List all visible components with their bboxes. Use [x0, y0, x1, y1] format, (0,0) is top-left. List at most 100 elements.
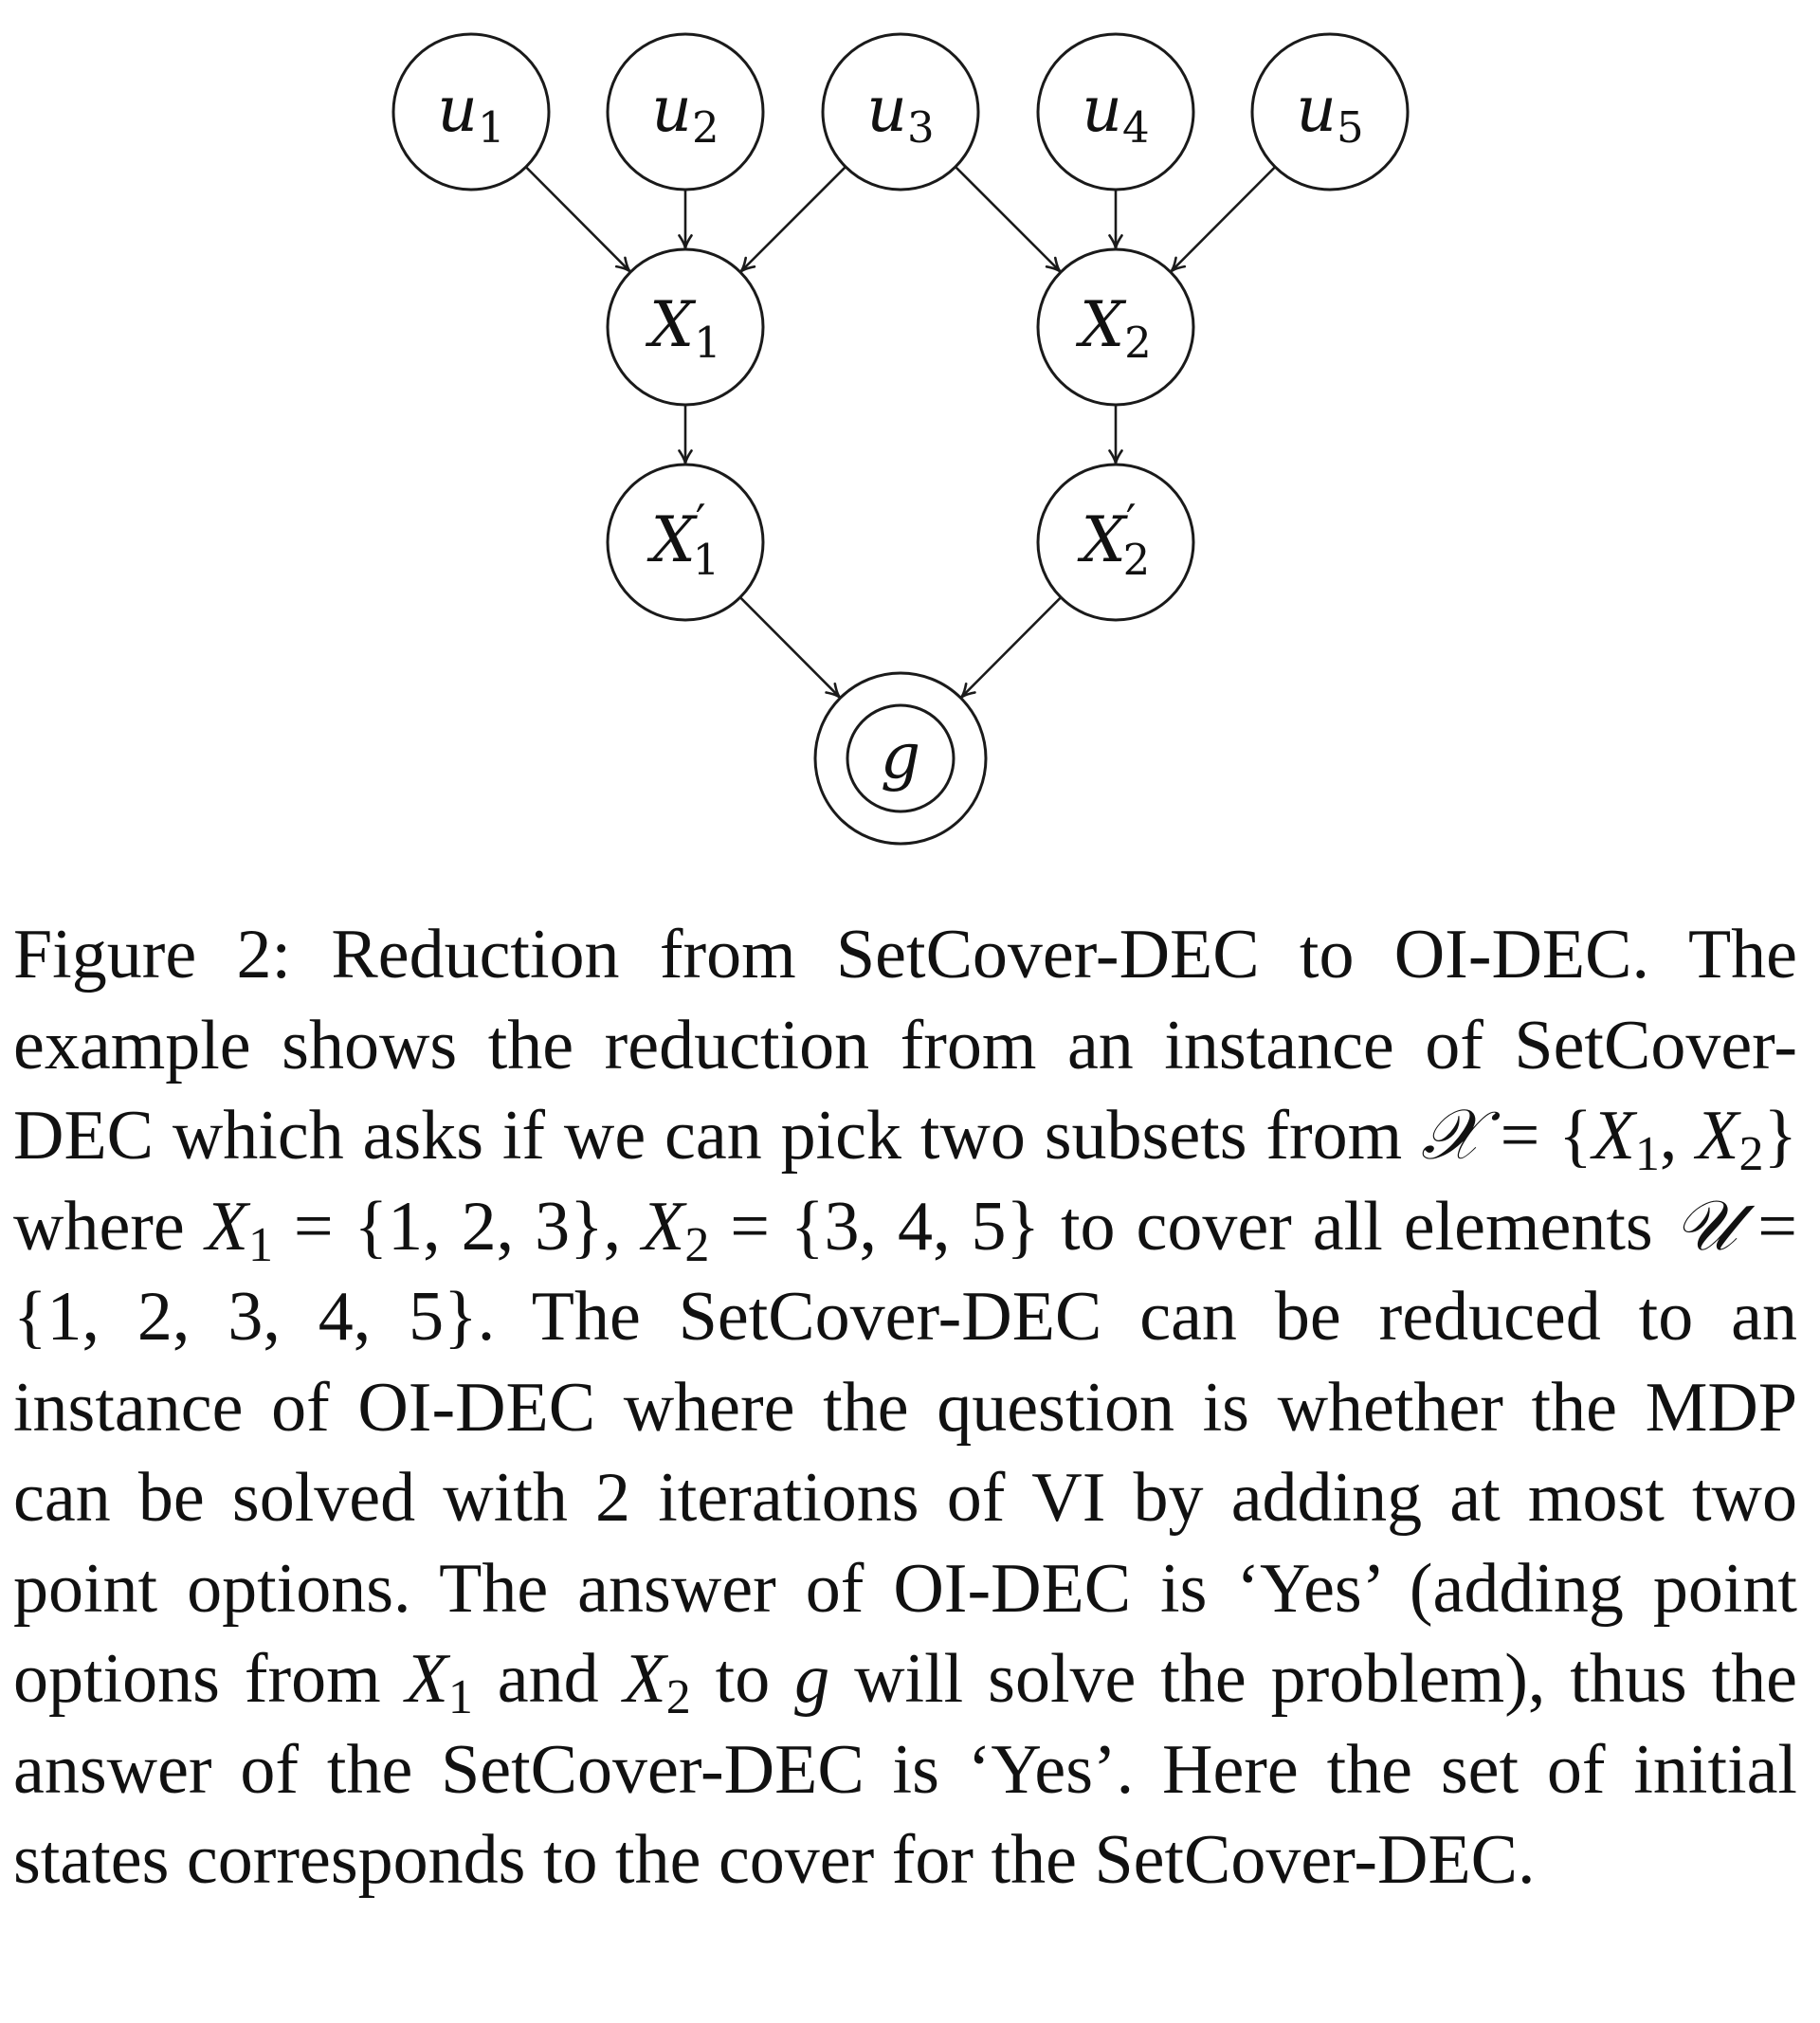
node-label-sub: 2 — [692, 102, 719, 153]
node-X1p: X′1 — [606, 463, 765, 622]
math-set-u: {1, 2, 3, 4, 5} — [13, 1278, 478, 1356]
node-label-base: X — [646, 503, 699, 576]
edge-X2p-g — [959, 596, 1063, 700]
math-sub-2c: 2 — [665, 1670, 691, 1724]
node-label: u5 — [1296, 73, 1363, 153]
edge-X1-X1p — [678, 405, 693, 465]
edge-u5-X2 — [1169, 166, 1277, 273]
edge-u3-X1 — [739, 166, 846, 273]
caption-text-where: where — [13, 1187, 206, 1266]
edge-X1p-g — [738, 596, 842, 700]
math-x-a: X — [1592, 1097, 1635, 1175]
math-eq-2: = — [272, 1187, 355, 1266]
figure-caption: Figure 2: Reduction from SetCover-DEC to… — [13, 910, 1797, 1906]
math-sub-2a: 2 — [1738, 1127, 1764, 1181]
node-label: X2 — [1075, 288, 1152, 368]
node-label: u4 — [1082, 73, 1149, 153]
node-label-base: u — [866, 73, 907, 146]
node-label-base: X — [645, 288, 697, 361]
edge-line — [1169, 166, 1277, 273]
node-label: X′1 — [646, 495, 720, 585]
caption-text-1: Figure 2: Reduction from SetCover-DEC to… — [13, 916, 1797, 1175]
node-circle — [606, 32, 765, 191]
edge-u4-X2 — [1108, 190, 1123, 250]
math-comma: , — [1659, 1097, 1697, 1175]
node-circle — [1250, 32, 1410, 191]
node-label-sub: 1 — [478, 102, 505, 153]
node-label-base: X — [1075, 288, 1127, 361]
math-x-c: X — [205, 1187, 248, 1266]
math-set-b: {3, 4, 5} — [791, 1187, 1040, 1266]
math-sub-1b: 1 — [247, 1217, 273, 1272]
node-label: u1 — [437, 73, 504, 153]
edge-line — [955, 166, 1062, 273]
caption-text-cover: to cover all elements — [1039, 1187, 1674, 1266]
math-eq-1: = — [1481, 1097, 1559, 1175]
node-u4: u4 — [1036, 32, 1195, 191]
edge-u3-X2 — [955, 166, 1063, 273]
node-u3: u3 — [821, 32, 980, 191]
node-circle — [391, 32, 551, 191]
node-label-sub: 3 — [907, 102, 935, 153]
node-label-sub: 1 — [694, 318, 721, 368]
node-label: X1 — [645, 288, 721, 368]
node-label-sub: 4 — [1122, 102, 1150, 153]
node-label-sub: 1 — [693, 535, 720, 585]
node-label-base: u — [1296, 73, 1337, 146]
node-u5: u5 — [1250, 32, 1410, 191]
node-circle — [1036, 463, 1195, 622]
math-x-e: X — [405, 1640, 448, 1718]
math-brace-close: } — [1763, 1097, 1798, 1175]
node-label-base: X — [1077, 503, 1129, 576]
math-cal-x: 𝒳 — [1421, 1097, 1482, 1175]
math-eq-4: = — [1737, 1187, 1798, 1266]
node-label-sub: 2 — [1123, 535, 1151, 585]
node-circle — [821, 32, 980, 191]
math-x-d: X — [642, 1187, 685, 1266]
node-label: u2 — [651, 73, 719, 153]
caption-text-2: . The SetCover-DEC can be reduced to an … — [13, 1278, 1797, 1718]
node-label-prime: ′ — [1126, 495, 1137, 548]
node-circle — [1036, 247, 1195, 407]
node-u1: u1 — [391, 32, 551, 191]
node-X2p: X′2 — [1036, 463, 1195, 622]
node-circle — [1036, 32, 1195, 191]
node-circle — [606, 247, 765, 407]
edge-X2-X2p — [1108, 405, 1123, 465]
node-X1: X1 — [606, 247, 765, 407]
edges-layer — [524, 166, 1277, 700]
math-sub-2b: 2 — [684, 1217, 710, 1272]
math-x-f: X — [623, 1640, 666, 1718]
node-label-prime: ′ — [696, 495, 706, 548]
math-brace-open: { — [1558, 1097, 1592, 1175]
node-u2: u2 — [606, 32, 765, 191]
caption-text-3: will solve the problem), thus the answer… — [13, 1640, 1797, 1899]
math-g: g — [794, 1640, 830, 1718]
node-g: g — [813, 671, 988, 846]
edge-line — [739, 166, 846, 273]
math-sub-1a: 1 — [1634, 1127, 1660, 1181]
node-label-sub: 5 — [1337, 102, 1364, 153]
math-set-a: {1, 2, 3} — [354, 1187, 604, 1266]
caption-text-to: to — [690, 1640, 795, 1718]
math-x-b: X — [1696, 1097, 1739, 1175]
node-inner-circle — [846, 703, 956, 813]
edge-line — [524, 166, 632, 273]
math-cal-u: 𝒰 — [1673, 1187, 1738, 1266]
edge-u2-X1 — [678, 190, 693, 250]
node-label-base: u — [1082, 73, 1122, 146]
node-label: g — [881, 720, 920, 793]
node-label-base: g — [881, 720, 920, 793]
edge-line — [738, 596, 842, 700]
edge-u1-X1 — [524, 166, 632, 273]
edge-line — [959, 596, 1063, 700]
node-label-base: u — [437, 73, 478, 146]
node-label-base: u — [651, 73, 692, 146]
node-label: u3 — [866, 73, 934, 153]
math-sub-1c: 1 — [447, 1670, 473, 1724]
caption-text-and: and — [472, 1640, 624, 1718]
node-label: X′2 — [1077, 495, 1151, 585]
node-X2: X2 — [1036, 247, 1195, 407]
